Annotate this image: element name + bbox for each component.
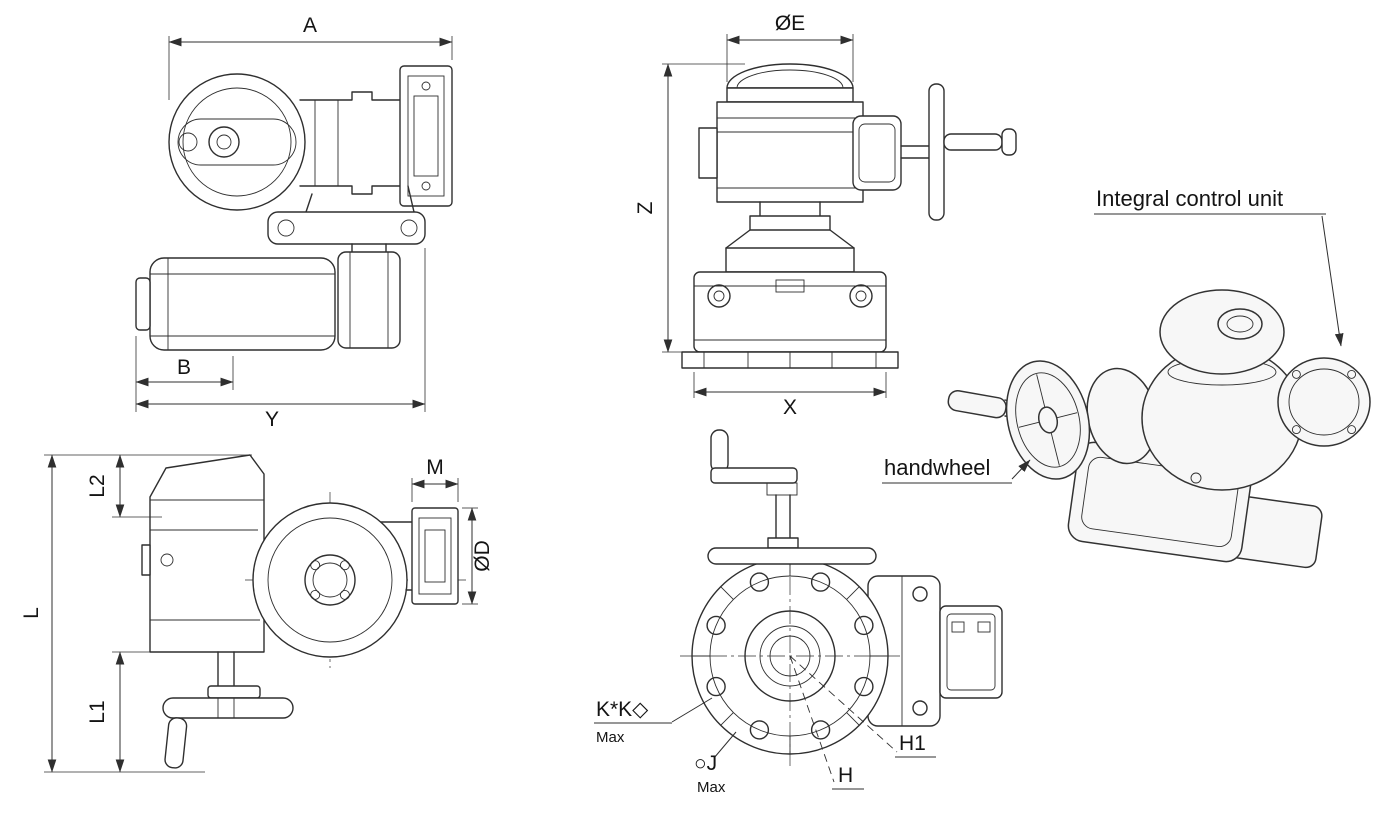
dim-h1: H1 [895,732,936,758]
callout-handwheel: handwheel [882,455,1031,484]
side-housing [149,454,265,653]
side-handwheel-grip [164,717,188,769]
dim-od: ØD [462,507,494,605]
dim-label-y: Y [265,408,279,431]
front-dome [726,63,854,89]
dim-oe: ØE [726,12,854,82]
iso-control-unit-cover [1277,357,1371,447]
dim-b: B [135,336,234,412]
view-side: L L2 L1 M ØD [20,454,494,773]
view-front: ØE Z X [634,12,1017,419]
dim-label-x: X [783,396,797,419]
dim-label-kk-max: Max [596,729,625,746]
iso-input-grip [947,389,1007,419]
dim-label-h: H [838,764,853,787]
dim-label-h1: H1 [899,732,926,755]
dim-label-z: Z [634,201,657,214]
dim-label-oe: ØE [775,12,805,35]
plan-flange [399,65,453,207]
callout-label-handwheel: handwheel [884,455,990,480]
iso-handwheel [1005,360,1091,480]
view-isometric: Integral control unit handwheel [882,186,1371,569]
dim-label-kk: K*K◇ [596,698,649,721]
dim-kk: K*K◇ Max [594,697,713,746]
gearbox-side-box [939,605,1003,699]
dim-label-l2: L2 [86,474,109,497]
plan-thrust-base [337,251,401,349]
dim-label-a: A [303,14,317,37]
callout-label-control-unit: Integral control unit [1096,186,1283,211]
dim-j: ○J Max [694,731,737,796]
dim-y: Y [135,248,426,431]
side-output-flange [411,507,459,605]
dim-h: H [832,764,864,790]
dim-label-j: ○J [694,752,717,775]
dim-label-j-max: Max [697,779,726,796]
plan-mounting-plate [267,211,426,245]
dim-z: Z [634,63,745,353]
dim-label-l: L [20,607,43,619]
callout-control-unit: Integral control unit [1094,186,1344,347]
gearbox-crank-grip [710,429,729,473]
dim-label-m: M [426,456,444,479]
dim-l1: L1 [86,651,212,773]
dim-l: L [20,454,252,773]
dim-label-b: B [177,356,191,379]
dim-x: X [693,372,887,419]
plan-handwheel [168,73,306,211]
front-body [716,101,864,203]
dim-a: A [168,14,453,100]
dim-label-l1: L1 [86,700,109,723]
dim-label-od: ØD [471,540,494,572]
view-gearbox: K*K◇ Max ○J Max H H1 [594,429,1003,796]
dim-m: M [411,456,459,502]
view-top-plan: A B Y [135,14,453,431]
front-gear-housing [852,115,902,191]
front-handwheel-disc [928,83,945,221]
dim-l2: L2 [86,454,162,518]
side-handwheel [162,697,294,719]
